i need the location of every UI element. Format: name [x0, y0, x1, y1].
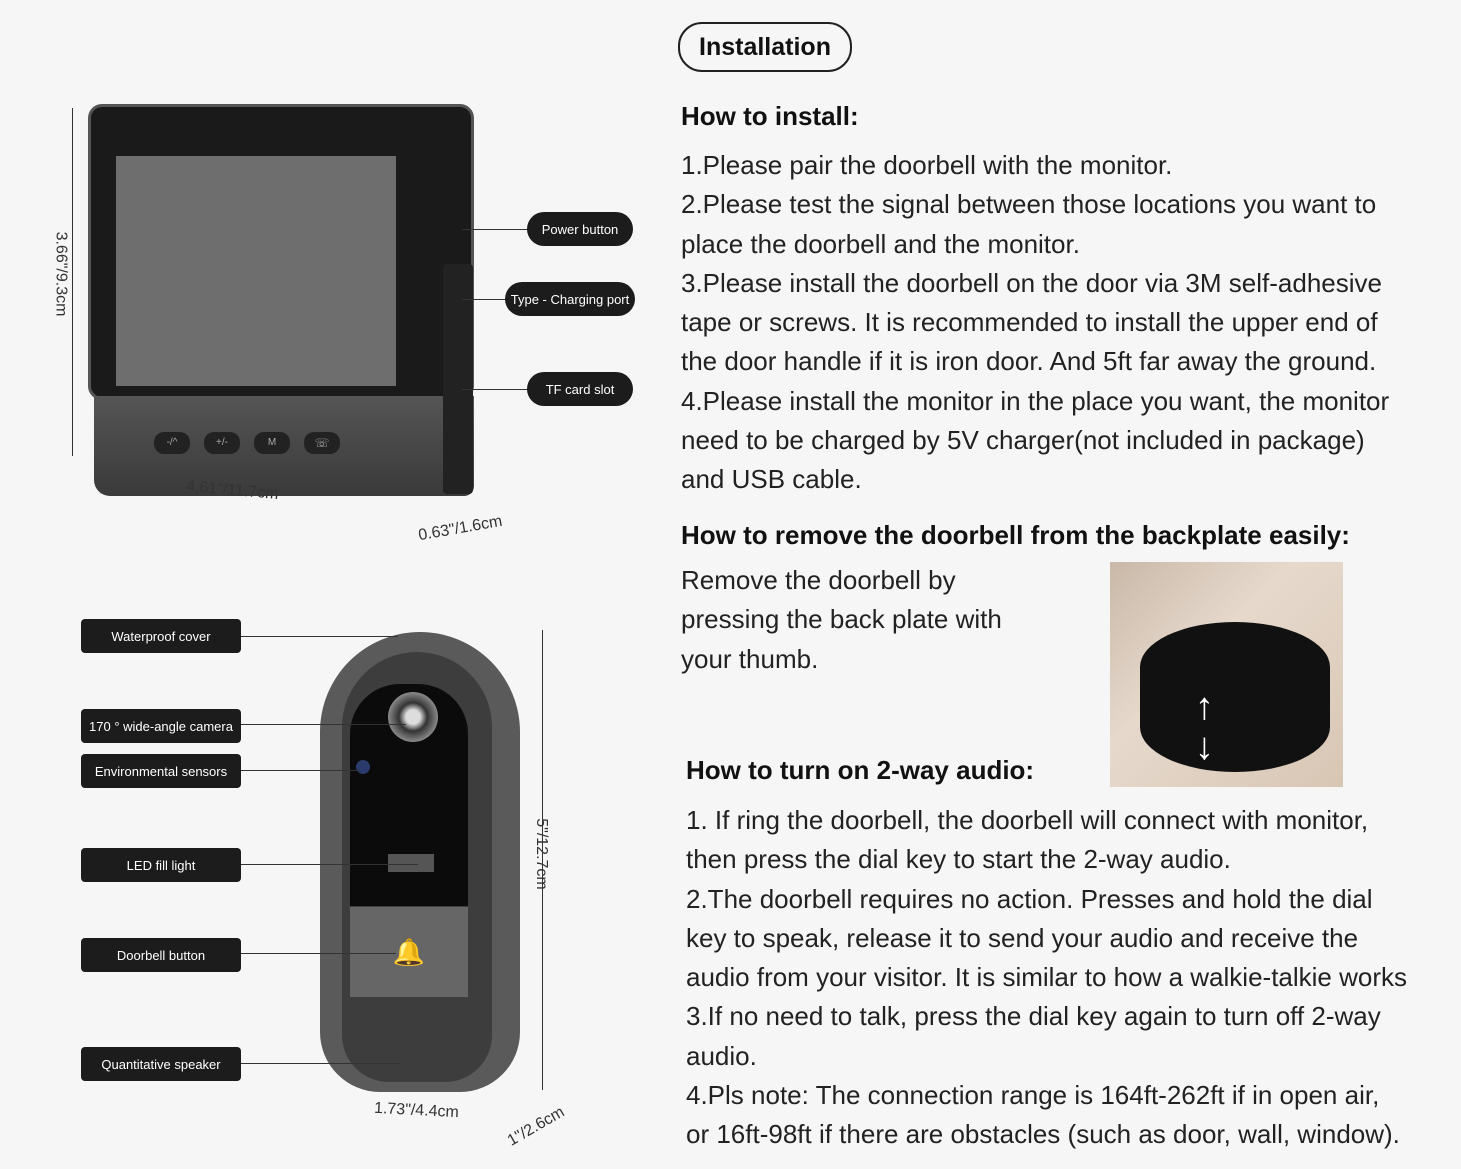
label-power-button: Power button — [527, 212, 633, 246]
thumb-photo: ↑↓ — [1110, 562, 1343, 787]
label-led-fill-light: LED fill light — [81, 848, 241, 882]
up-button[interactable]: -/^ — [154, 432, 190, 454]
label-camera: 170 ° wide-angle camera — [81, 709, 241, 743]
dial-button[interactable]: ☏ — [304, 432, 340, 454]
doorbell-height: 5"/12.7cm — [532, 818, 550, 890]
label-charging-port: Type - Charging port — [505, 282, 635, 316]
remove-heading: How to remove the doorbell from the back… — [681, 520, 1350, 550]
audio-steps: 1. If ring the doorbell, the doorbell wi… — [686, 805, 1408, 1150]
doorbell-image: 🔔 — [320, 632, 520, 1092]
audio-heading: How to turn on 2-way audio: — [686, 755, 1035, 785]
volume-button[interactable]: +/- — [204, 432, 240, 454]
monitor-depth: 0.63"/1.6cm — [417, 512, 504, 545]
page-title: Installation — [678, 22, 852, 72]
monitor-image: -/^ +/- M ☏ — [88, 104, 476, 500]
label-tf-card-slot: TF card slot — [527, 372, 633, 406]
label-speaker: Quantitative speaker — [81, 1047, 241, 1081]
doorbell-depth: 1"/2.6cm — [504, 1103, 568, 1150]
doorbell-width: 1.73"/4.4cm — [373, 1099, 460, 1122]
install-heading: How to install: — [681, 101, 859, 131]
label-doorbell-button: Doorbell button — [81, 938, 241, 972]
install-steps: 1.Please pair the doorbell with the moni… — [681, 150, 1390, 495]
doorbell-button[interactable]: 🔔 — [350, 907, 468, 997]
label-waterproof-cover: Waterproof cover — [81, 619, 241, 653]
monitor-height: 3.66"/9.3cm — [52, 231, 70, 317]
menu-button[interactable]: M — [254, 432, 290, 454]
label-environmental-sensors: Environmental sensors — [81, 754, 241, 788]
